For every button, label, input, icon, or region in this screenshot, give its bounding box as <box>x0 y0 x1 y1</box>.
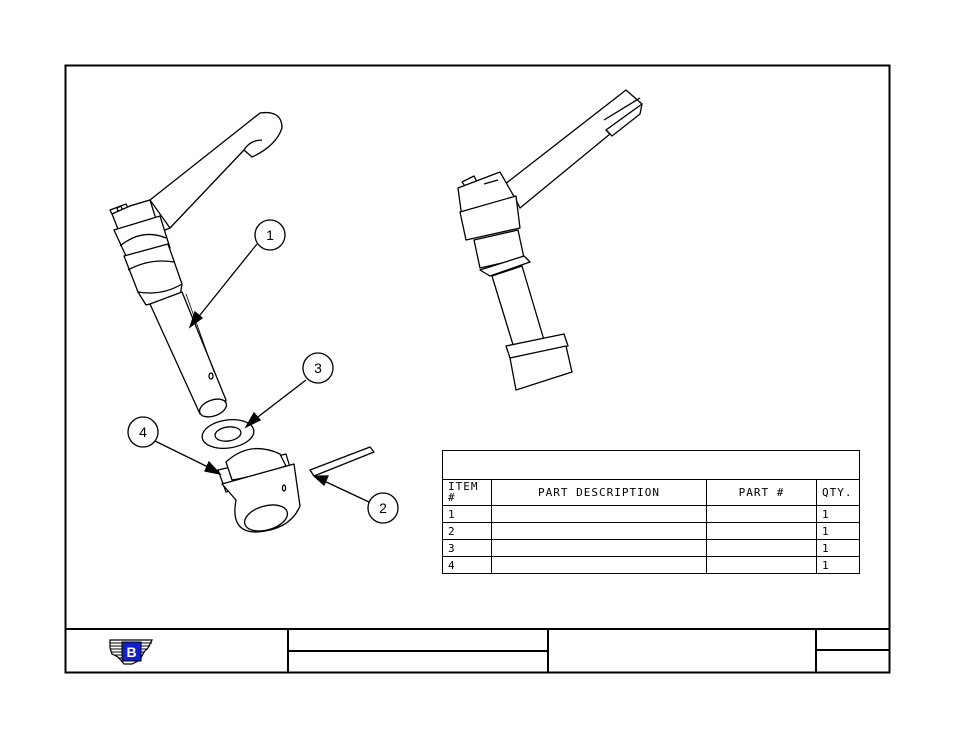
bom-item-cell: 4 <box>443 557 492 573</box>
bom-description-cell <box>492 540 707 556</box>
bom-qty-cell: 1 <box>822 524 830 538</box>
balloon-3-label: 3 <box>314 360 322 376</box>
company-logo: B <box>109 639 153 665</box>
bom-part-cell <box>707 523 817 539</box>
balloon-1-label: 1 <box>266 227 274 243</box>
table-row: 1 1 <box>443 506 859 523</box>
base-part-4 <box>217 447 301 533</box>
sheet-border <box>64 64 891 674</box>
bom-item-cell: 1 <box>443 506 492 522</box>
bom-part-cell <box>707 506 817 522</box>
bom-item-cell: 3 <box>443 540 492 556</box>
bom-qty-cell: 1 <box>822 558 830 572</box>
bom-description-cell <box>492 506 707 522</box>
bom-title-row <box>443 451 859 480</box>
bom-qty-cell: 1 <box>822 541 830 555</box>
bom-part-cell <box>707 557 817 573</box>
pin-part-2 <box>309 446 375 477</box>
table-row: 3 1 <box>443 540 859 557</box>
bill-of-materials: ITEM # PART DESCRIPTION PART # QTY. 1 1 … <box>442 450 860 574</box>
bom-header-description: PART DESCRIPTION <box>492 479 707 505</box>
balloon-3 <box>302 352 334 384</box>
bom-header-qty: QTY. <box>822 485 853 499</box>
balloon-1 <box>254 219 286 251</box>
balloon-4-label: 4 <box>139 424 147 440</box>
logo-badge <box>121 641 142 662</box>
assembled-view <box>457 89 643 391</box>
bom-header-row: ITEM # PART DESCRIPTION PART # QTY. <box>443 479 859 506</box>
shaft-part-1 <box>149 291 227 416</box>
title-block <box>65 628 889 672</box>
balloon-4 <box>127 416 159 448</box>
bom-item-cell: 2 <box>443 523 492 539</box>
bom-header-item: ITEM # <box>443 479 492 505</box>
callouts <box>127 219 399 524</box>
table-row: 2 1 <box>443 523 859 540</box>
bom-description-cell <box>492 523 707 539</box>
lever-handle <box>129 111 283 233</box>
logo-letter: B <box>126 644 136 660</box>
table-row: 4 1 <box>443 557 859 573</box>
bom-part-cell <box>707 540 817 556</box>
balloon-2 <box>367 492 399 524</box>
bom-description-cell <box>492 557 707 573</box>
bom-qty-cell: 1 <box>822 507 830 521</box>
balloon-2-label: 2 <box>379 500 387 516</box>
exploded-view <box>109 111 375 533</box>
bom-header-part: PART # <box>707 479 817 505</box>
